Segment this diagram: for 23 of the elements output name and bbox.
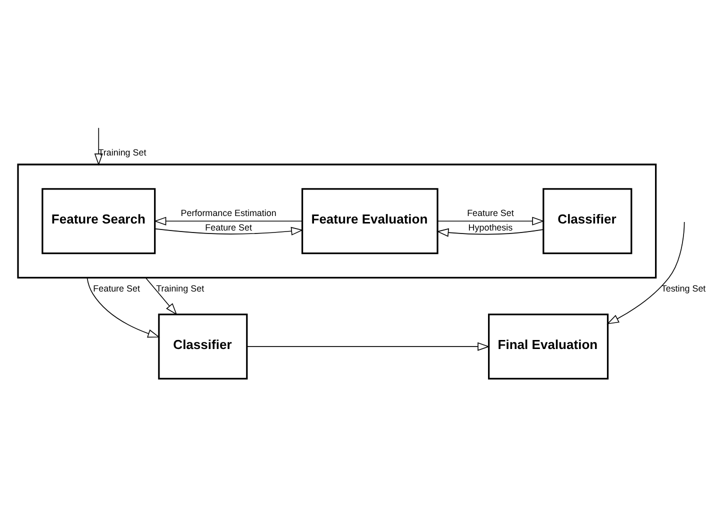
edge-label: Performance Estimation bbox=[180, 208, 276, 218]
edge-label: Feature Set bbox=[93, 282, 140, 293]
edge-label: Hypothesis bbox=[468, 222, 513, 232]
node-box: Feature Search bbox=[42, 188, 156, 254]
arrow bbox=[436, 228, 544, 236]
arrow bbox=[154, 216, 303, 225]
arrow bbox=[86, 276, 160, 338]
edge-label: Testing Set bbox=[661, 282, 706, 293]
arrow bbox=[606, 221, 685, 324]
node-box: Classifier bbox=[542, 188, 632, 254]
edge-label: Training Set bbox=[156, 282, 204, 293]
edge-label: Feature Set bbox=[205, 222, 252, 232]
node-box: Classifier bbox=[158, 313, 248, 380]
arrow bbox=[246, 342, 490, 350]
edge-label: Training Set bbox=[98, 146, 146, 157]
arrow bbox=[94, 127, 103, 166]
arrow bbox=[437, 216, 544, 225]
arrow bbox=[145, 276, 178, 315]
arrow bbox=[154, 226, 304, 235]
node-box: Final Evaluation bbox=[488, 313, 609, 380]
edge-label: Feature Set bbox=[467, 208, 514, 218]
node-box: Feature Evaluation bbox=[301, 188, 438, 254]
cluster bbox=[17, 163, 657, 278]
